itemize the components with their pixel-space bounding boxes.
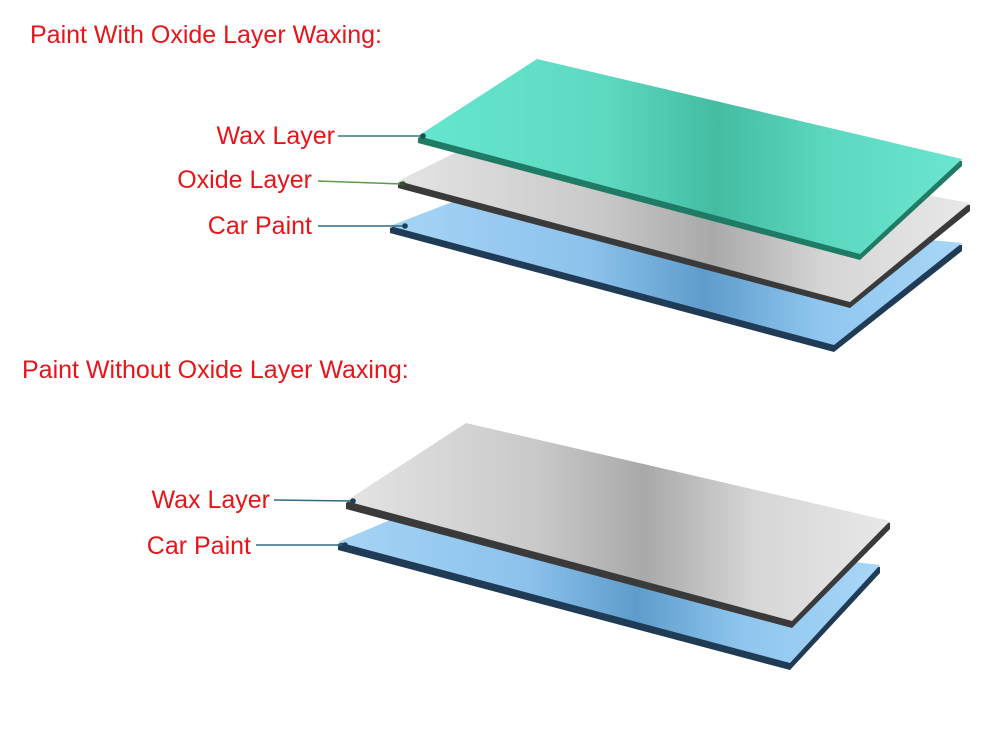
section-heading-without-oxide: Paint Without Oxide Layer Waxing: xyxy=(22,356,409,384)
leader-wax-layer xyxy=(338,133,426,139)
label-car-paint: Car Paint xyxy=(147,532,251,560)
wax-layer-plate xyxy=(418,59,962,260)
leader-oxide-layer xyxy=(317,180,406,187)
label-car-paint: Car Paint xyxy=(208,212,312,240)
label-wax-layer: Wax Layer xyxy=(216,122,335,150)
section-with-oxide: Paint With Oxide Layer Waxing: xyxy=(30,21,970,352)
leader-car-paint xyxy=(318,223,408,229)
section-without-oxide: Paint Without Oxide Layer Waxing: Wax La… xyxy=(22,356,890,670)
label-wax-layer: Wax Layer xyxy=(151,486,270,514)
leader-wax-layer xyxy=(273,498,356,504)
leader-car-paint xyxy=(256,542,348,548)
label-oxide-layer: Oxide Layer xyxy=(177,166,312,194)
section-heading-with-oxide: Paint With Oxide Layer Waxing: xyxy=(30,21,382,49)
wax-layer-plate xyxy=(346,423,890,628)
